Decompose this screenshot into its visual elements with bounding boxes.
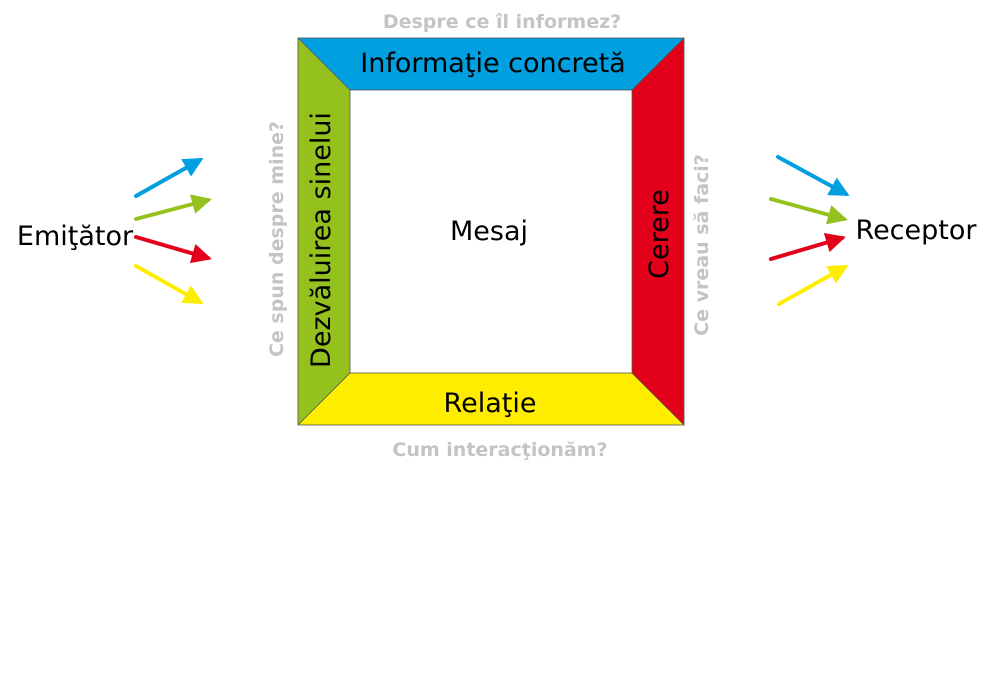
sender-arrow-green xyxy=(134,194,212,221)
frame-outlines xyxy=(297,37,685,426)
message-area xyxy=(351,91,631,372)
sender-label: Emiţător xyxy=(17,221,134,252)
left-question: Ce spun despre mine? xyxy=(266,121,288,357)
sender-arrow-red xyxy=(134,235,212,264)
bottom-side-label: Relaţie xyxy=(444,388,537,419)
right-side-band xyxy=(632,38,684,425)
message-label: Mesaj xyxy=(450,216,528,247)
right-question: Ce vreau să faci? xyxy=(691,154,713,336)
top-side-band xyxy=(298,38,684,90)
receiver-arrow-green xyxy=(769,197,848,225)
receiver-label: Receptor xyxy=(856,215,978,246)
receiver-arrows xyxy=(769,155,850,306)
sender-arrows xyxy=(134,158,212,304)
sender-arrow-yellow xyxy=(134,264,204,304)
sender-arrow-blue xyxy=(134,158,204,198)
bottom-question: Cum interacţionăm? xyxy=(392,439,607,461)
receiver-arrow-red xyxy=(769,232,846,261)
top-question: Despre ce îl informez? xyxy=(383,11,621,33)
receiver-arrow-blue xyxy=(776,155,850,196)
top-side-label: Informaţie concretă xyxy=(360,48,625,79)
receiver-arrow-yellow xyxy=(777,265,849,306)
right-side-label: Cerere xyxy=(644,189,675,279)
left-side-label: Dezvăluirea sinelui xyxy=(306,112,337,368)
bottom-side-band xyxy=(298,373,684,425)
left-side-band xyxy=(298,38,350,425)
